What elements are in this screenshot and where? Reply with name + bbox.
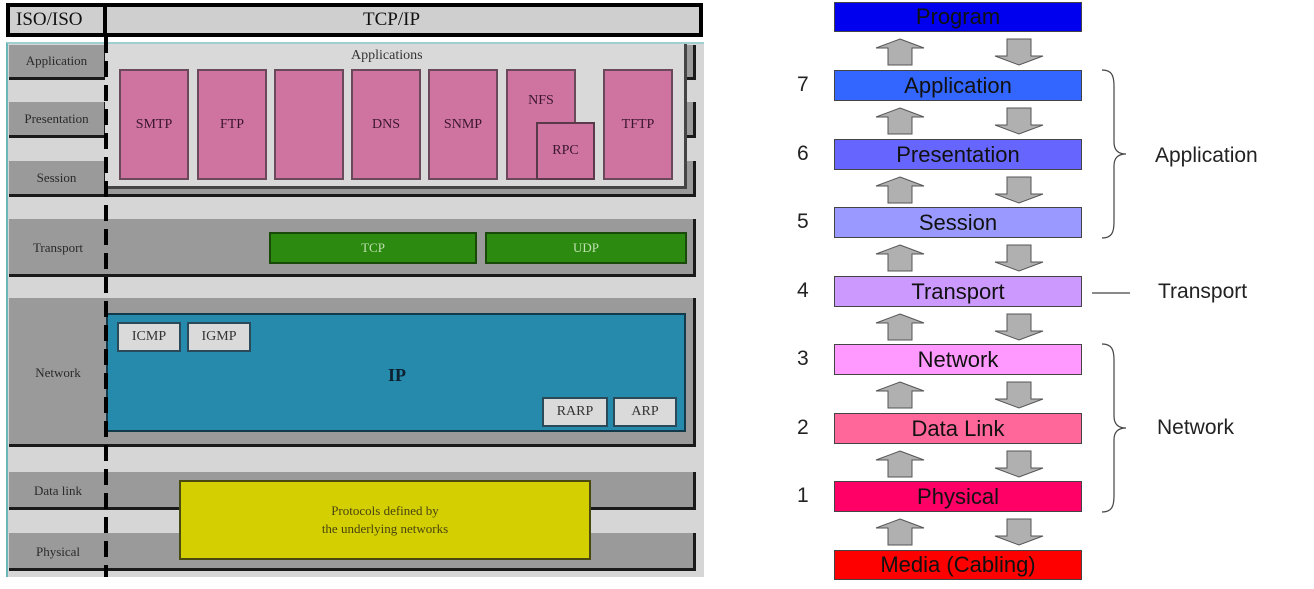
underlying-networks-line1: Protocols defined by xyxy=(331,503,439,518)
osi-label-datalink: Data link xyxy=(33,483,82,498)
network-group-brace-icon xyxy=(1101,343,1127,513)
down-arrow-icon xyxy=(994,176,1044,204)
protocol-arp: ARP xyxy=(613,397,677,427)
protocol-igmp: IGMP xyxy=(187,322,251,352)
down-arrow-icon xyxy=(994,107,1044,135)
up-arrow-icon xyxy=(875,176,925,204)
underlying-networks-line2: the underlying networks xyxy=(321,521,449,536)
program-box: Program xyxy=(834,2,1082,32)
osi-label-application: Application xyxy=(9,45,107,80)
tcpip-header-label: TCP/IP xyxy=(363,9,421,30)
layer-number-7: 7 xyxy=(797,73,809,96)
ip-label: IP xyxy=(388,365,406,385)
applications-title: Applications xyxy=(351,48,423,63)
protocol-snmp: SNMP xyxy=(428,69,498,180)
osi-label-presentation: Presentation xyxy=(9,102,107,138)
up-arrow-icon xyxy=(875,313,925,341)
layer-number-5: 5 xyxy=(797,210,809,233)
protocol-tftp: TFTP xyxy=(603,69,673,180)
protocol-smtp: SMTP xyxy=(119,69,189,180)
group-label-application: Application xyxy=(1155,144,1258,167)
media-cabling-box: Media (Cabling) xyxy=(834,550,1082,580)
osi-label-transport: Transport xyxy=(32,240,84,255)
up-arrow-icon xyxy=(875,381,925,409)
layer-number-1: 1 xyxy=(797,484,809,507)
model-divider-dashed-line xyxy=(104,37,108,577)
protocol-rpc: RPC xyxy=(536,122,595,180)
down-arrow-icon xyxy=(994,38,1044,66)
transport-group-line-icon xyxy=(1092,292,1130,294)
down-arrow-icon xyxy=(994,381,1044,409)
protocol-rarp: RARP xyxy=(542,397,608,427)
osi-label-session: Session xyxy=(9,161,107,197)
group-label-transport: Transport xyxy=(1158,280,1248,303)
up-arrow-icon xyxy=(875,518,925,546)
layer-number-3: 3 xyxy=(797,347,809,370)
layer-presentation: Presentation xyxy=(834,139,1082,170)
protocol-dns: DNS xyxy=(351,69,421,180)
protocol-blank xyxy=(274,69,344,180)
up-arrow-icon xyxy=(875,450,925,478)
tcpip-header: TCP/IP xyxy=(103,3,703,37)
layer-number-4: 4 xyxy=(797,279,809,302)
layer-network: Network xyxy=(834,344,1082,375)
application-group-brace-icon xyxy=(1101,69,1127,239)
osi-label-physical: Physical xyxy=(35,544,81,559)
up-arrow-icon xyxy=(875,107,925,135)
layer-number-6: 6 xyxy=(797,142,809,165)
down-arrow-icon xyxy=(994,313,1044,341)
layer-datalink: Data Link xyxy=(834,413,1082,444)
down-arrow-icon xyxy=(994,244,1044,272)
down-arrow-icon xyxy=(994,450,1044,478)
iso-header-label: ISO/ISO xyxy=(16,9,83,30)
iso-header: ISO/ISO xyxy=(6,3,107,37)
protocol-ftp: FTP xyxy=(197,69,267,180)
group-label-network: Network xyxy=(1157,416,1235,439)
osi-label-network: Network xyxy=(35,364,81,380)
up-arrow-icon xyxy=(875,244,925,272)
down-arrow-icon xyxy=(994,518,1044,546)
layer-transport: Transport xyxy=(834,276,1082,307)
layer-number-2: 2 xyxy=(797,416,809,439)
layer-physical: Physical xyxy=(834,481,1082,512)
up-arrow-icon xyxy=(875,38,925,66)
underlying-networks-box: Protocols defined by the underlying netw… xyxy=(179,480,591,560)
protocol-tcp: TCP xyxy=(269,232,477,264)
layer-session: Session xyxy=(834,207,1082,238)
layer-application: Application xyxy=(834,70,1082,101)
tcpip-vs-osi-diagram: ISO/ISO TCP/IP Application Presentation … xyxy=(6,3,704,577)
protocol-icmp: ICMP xyxy=(117,322,181,352)
protocol-udp: UDP xyxy=(485,232,687,264)
